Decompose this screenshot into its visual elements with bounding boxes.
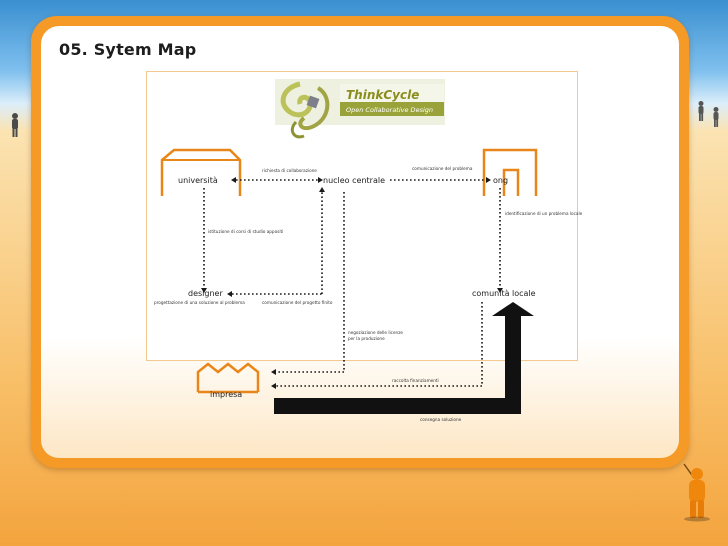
logo-subtitle: Open Collaborative Design <box>346 106 433 114</box>
label-identificazione: identificazione di un problema locale <box>505 211 583 216</box>
delivery-arrow <box>274 302 534 414</box>
arrowhead-nucleo-bottom <box>319 187 325 192</box>
thinkcycle-logo: ThinkCycle Open Collaborative Design <box>275 79 445 139</box>
arrowhead-group <box>201 177 503 389</box>
arrowhead-impresa-top <box>271 369 276 375</box>
mascot-figure <box>683 463 710 522</box>
thinkcycle-swirl-icon <box>280 81 330 139</box>
arrowhead-impresa-bottom <box>271 383 276 389</box>
ong-building-icon <box>482 148 538 196</box>
node-comunita-locale: comunità locale <box>472 289 536 298</box>
slide-title: 05. Sytem Map <box>59 40 197 59</box>
arrowhead-designer <box>201 288 207 293</box>
arrowhead-universita <box>231 177 236 183</box>
arrowhead-comunita <box>497 288 503 293</box>
node-universita: università <box>178 176 218 185</box>
impresa-factory-icon <box>196 362 260 392</box>
node-impresa: impresa <box>210 390 242 399</box>
background-figure-left <box>12 113 18 137</box>
background-figure-right-2 <box>713 107 719 127</box>
universita-building-icon <box>160 148 242 196</box>
connector-group <box>203 179 501 387</box>
label-negoziazione-1: negoziazione delle licenze <box>348 330 403 335</box>
node-designer: designer <box>188 289 223 298</box>
node-ong: ong <box>493 176 508 185</box>
background-figure-right-1 <box>698 101 704 121</box>
label-negoziazione-2: per la produzione <box>348 336 385 341</box>
label-istituzione: istituzione di corsi di studio appositi <box>208 229 283 234</box>
logo-title: ThinkCycle <box>346 88 419 102</box>
arrowhead-nucleo-left <box>318 177 323 183</box>
arrowhead-designer-right <box>227 291 232 297</box>
label-comunicazione-progetto: comunicazione del progetto finito <box>262 300 333 305</box>
label-richiesta: richiesta di collaborazione <box>262 168 317 173</box>
label-raccolta: raccolta finanziamenti <box>392 378 439 383</box>
node-nucleo-centrale: nucleo centrale <box>323 176 385 185</box>
label-progettazione: progettazione di una soluzione al proble… <box>154 300 245 305</box>
arrowhead-ong <box>486 177 491 183</box>
label-comunicazione-problema: comunicazione del problema <box>412 166 473 171</box>
label-consegna: consegna soluzione <box>420 417 462 422</box>
